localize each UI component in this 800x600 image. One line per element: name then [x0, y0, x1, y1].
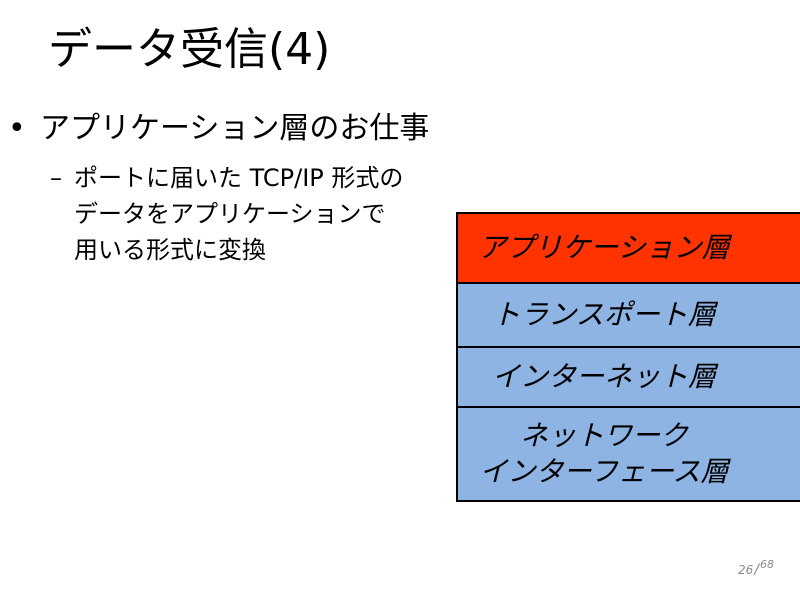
page-separator: / — [754, 562, 759, 578]
layer-internet-label: インターネット層 — [491, 360, 716, 393]
slide-title: データ受信(4) — [48, 24, 331, 75]
sub-bullet-line-1: ポートに届いた TCP/IP 形式の — [74, 164, 404, 192]
layer-transport-label: トランスポート層 — [492, 298, 716, 331]
layer-application: アプリケーション層 — [458, 214, 800, 284]
bullet-text: アプリケーション層のお仕事 — [40, 111, 430, 146]
bullet-item: • アプリケーション層のお仕事 — [8, 108, 429, 150]
layer-internet: インターネット層 — [458, 348, 800, 408]
page-current: 26 — [738, 563, 754, 577]
sub-bullet-dash: – — [50, 164, 62, 192]
layer-transport: トランスポート層 — [458, 284, 800, 348]
page-total: 68 — [760, 558, 774, 571]
protocol-layer-stack: アプリケーション層 トランスポート層 インターネット層 ネットワーク インターフ… — [456, 212, 800, 502]
sub-bullet-line-3: 用いる形式に変換 — [74, 236, 266, 264]
layer-network-interface: ネットワーク インターフェース層 — [458, 408, 800, 500]
layer-interface-label-line1: ネットワーク — [519, 419, 688, 452]
sub-bullet-line-2: データをアプリケーションで — [74, 200, 386, 228]
layer-application-label: アプリケーション層 — [478, 231, 730, 264]
page-number: 26/68 — [738, 558, 774, 578]
layer-interface-label-line2: インターフェース層 — [479, 455, 729, 488]
sub-bullet-item: – ポートに届いた TCP/IP 形式の データをアプリケーションで 用いる形式… — [50, 160, 450, 268]
bullet-mark: • — [8, 111, 26, 146]
